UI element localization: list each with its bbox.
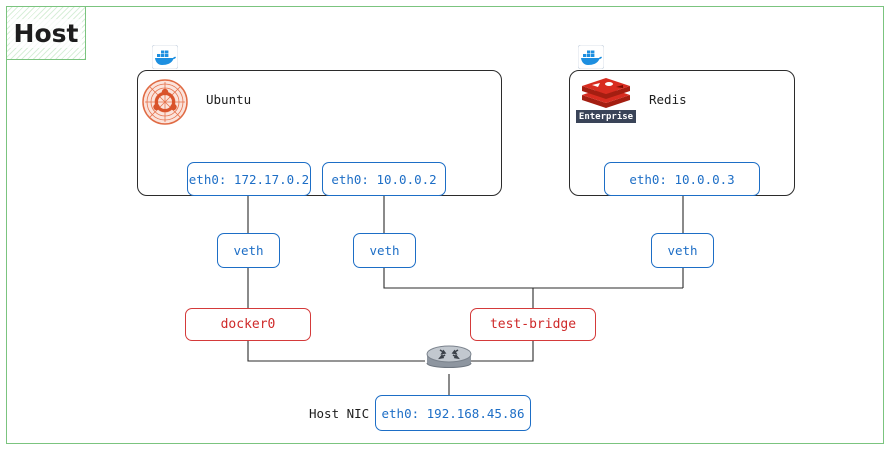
ubuntu-eth0-test-bridge[interactable]: eth0: 10.0.0.2 — [322, 162, 446, 196]
host-label-box: Host — [6, 6, 86, 60]
veth-ubuntu-docker0[interactable]: veth — [217, 233, 280, 268]
link-docker0-router — [247, 341, 425, 362]
redis-name: Redis — [649, 92, 687, 107]
ubuntu-eth0-docker0[interactable]: eth0: 172.17.0.2 — [187, 162, 311, 196]
docker-icon — [577, 44, 605, 70]
test-bridge[interactable]: test-bridge — [470, 308, 596, 341]
docker-icon — [151, 44, 179, 70]
veth-ubuntu-test-bridge[interactable]: veth — [353, 233, 416, 268]
host-nic-label: Host NIC — [309, 406, 370, 421]
redis-icon: Enterprise — [576, 76, 636, 124]
redis-eth0[interactable]: eth0: 10.0.0.3 — [604, 162, 760, 196]
router-icon[interactable] — [424, 343, 474, 375]
link-test-bridge-router — [471, 341, 534, 362]
host-nic-eth0[interactable]: eth0: 192.168.45.86 — [375, 395, 531, 431]
veth-redis[interactable]: veth — [651, 233, 714, 268]
host-label: Host — [9, 18, 83, 48]
ubuntu-name: Ubuntu — [206, 92, 252, 107]
ubuntu-icon — [141, 78, 189, 126]
link-veth-bridge-bus — [383, 268, 683, 289]
enterprise-badge: Enterprise — [576, 110, 636, 123]
host-frame — [6, 6, 884, 444]
docker0-bridge[interactable]: docker0 — [185, 308, 311, 341]
